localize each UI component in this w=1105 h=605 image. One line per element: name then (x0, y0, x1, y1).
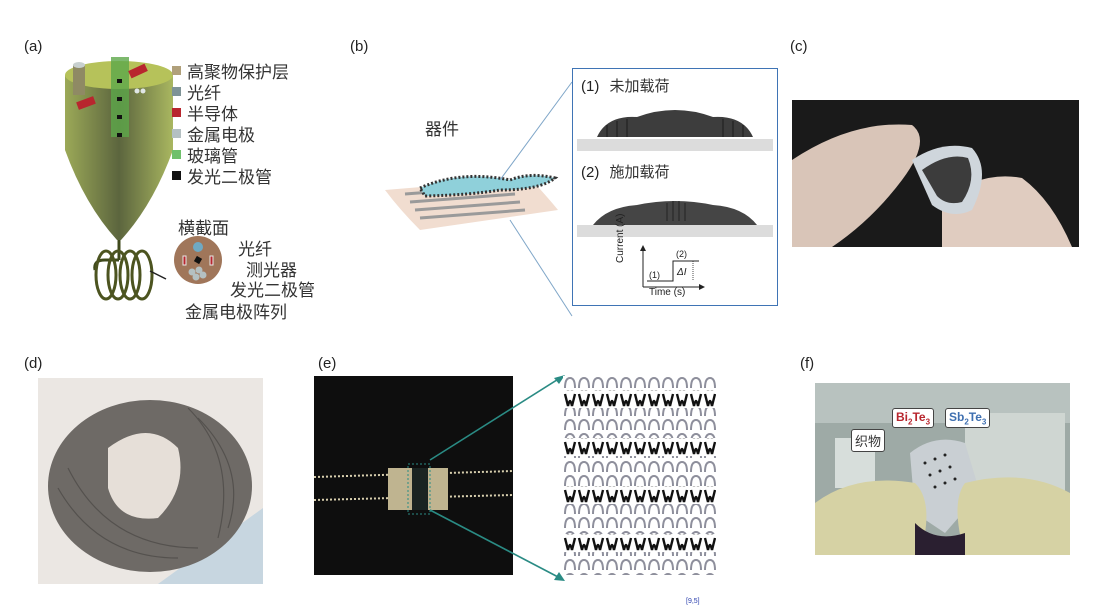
tag-sub: 2 (908, 417, 913, 427)
tag-sub: 3 (925, 417, 931, 427)
legend-swatch (172, 129, 181, 138)
state-id: (2) (581, 164, 600, 181)
fiber-device-illustration (55, 55, 185, 315)
panel-label-d: (d) (24, 355, 43, 372)
cross-section-label-photodetector: 测光器 (246, 261, 297, 281)
legend-item-led: 发光二极管 (172, 163, 272, 188)
legend-item-polymer: 高聚物保护层 (172, 58, 289, 83)
panel-label-a: (a) (24, 38, 43, 55)
knitted-textile-icon (314, 376, 513, 575)
panel-label-e: (e) (318, 355, 337, 372)
tag-text: Te (912, 410, 926, 424)
panel-label-f: (f) (800, 355, 815, 372)
gloved-hands-fabric-icon (815, 383, 1070, 555)
citation-marker: [9,5] (686, 598, 700, 605)
legend-swatch (172, 171, 181, 180)
panel-label-c: (c) (790, 38, 808, 55)
panel-label-b: (b) (350, 38, 369, 55)
legend-item-metal-electrode: 金属电极 (172, 121, 255, 146)
state-id: (1) (581, 78, 600, 95)
thermoelectric-fabric-photo: Bi2Te3 Sb2Te3 织物 (815, 383, 1070, 555)
legend-swatch (172, 66, 181, 75)
legend-swatch (172, 87, 181, 96)
zoomed-inset-frame: (1) 未加载荷 (2) 施加载荷 Current (A) Time (s) (572, 68, 778, 306)
knit-structure-diagram (563, 376, 716, 575)
fabric-tag: 织物 (851, 429, 886, 452)
unloaded-textile-render (577, 95, 773, 155)
legend-label: 发光二极管 (187, 168, 272, 188)
multimaterial-fiber-icon (65, 57, 173, 271)
zoom-lines (500, 81, 573, 317)
delta-current-label: ΔI (677, 267, 687, 278)
fiber-skein-icon (38, 378, 263, 584)
fiber-bundle-photo (38, 378, 263, 584)
y-axis-label: Current (A) (615, 213, 626, 263)
cross-section-label-fiber: 光纤 (238, 240, 272, 260)
legend-label: 高聚物保护层 (187, 63, 289, 83)
legend-item-glass-tube: 玻璃管 (172, 142, 238, 167)
state-2-label: (2) 施加载荷 (581, 161, 670, 182)
cross-section-icon (174, 236, 222, 284)
knit-loop-pattern-icon (563, 376, 716, 575)
current-time-plot: Current (A) Time (s) (1) (2) ΔI (615, 214, 767, 303)
cross-section-label-led: 发光二极管 (230, 281, 315, 301)
state-text: 施加载荷 (609, 163, 670, 181)
pressure-sensor-device (380, 160, 570, 240)
legend-item-fiber: 光纤 (172, 79, 221, 104)
legend-label: 光纤 (187, 84, 221, 104)
tag-text: Te (968, 410, 982, 424)
zoom-arrows (429, 375, 565, 581)
tag-text: Sb (949, 410, 965, 424)
knit-sensor-loaded-icon (577, 201, 773, 237)
legend-label: 半导体 (187, 105, 238, 125)
step-plot-icon (640, 245, 705, 290)
loaded-textile-render (577, 181, 773, 241)
step-low-label: (1) (649, 270, 660, 280)
tag-sub: 2 (964, 417, 969, 427)
legend-swatch (172, 108, 181, 117)
cross-section-title: 横截面 (178, 219, 229, 239)
fiber-coil (88, 245, 168, 315)
device-label: 器件 (425, 120, 459, 140)
knitted-textile-photo (314, 376, 513, 575)
legend: 高聚物保护层 光纤 半导体 金属电极 玻璃管 发光二极管 (172, 58, 342, 198)
legend-label: 金属电极 (187, 126, 255, 146)
sb2te3-tag: Sb2Te3 (945, 408, 991, 429)
coil-icon (94, 249, 167, 301)
cross-section-diagram (170, 230, 230, 290)
legend-swatch (172, 150, 181, 159)
x-axis-label: Time (s) (649, 287, 686, 298)
cross-section-label-electrode-array: 金属电极阵列 (185, 303, 287, 323)
bi2te3-tag: Bi2Te3 (892, 408, 935, 429)
legend-label: 玻璃管 (187, 147, 238, 167)
flexible-device-photo (792, 100, 1079, 247)
tag-sub: 3 (981, 417, 987, 427)
state-1-label: (1) 未加载荷 (581, 75, 670, 96)
fingers-rolling-film-icon (792, 100, 1079, 247)
step-high-label: (2) (676, 249, 687, 259)
sensor-device-icon (385, 173, 559, 230)
state-text: 未加载荷 (609, 77, 670, 95)
knit-sensor-unloaded-icon (577, 110, 773, 151)
tag-text: Bi (896, 410, 908, 424)
legend-item-semiconductor: 半导体 (172, 100, 238, 125)
